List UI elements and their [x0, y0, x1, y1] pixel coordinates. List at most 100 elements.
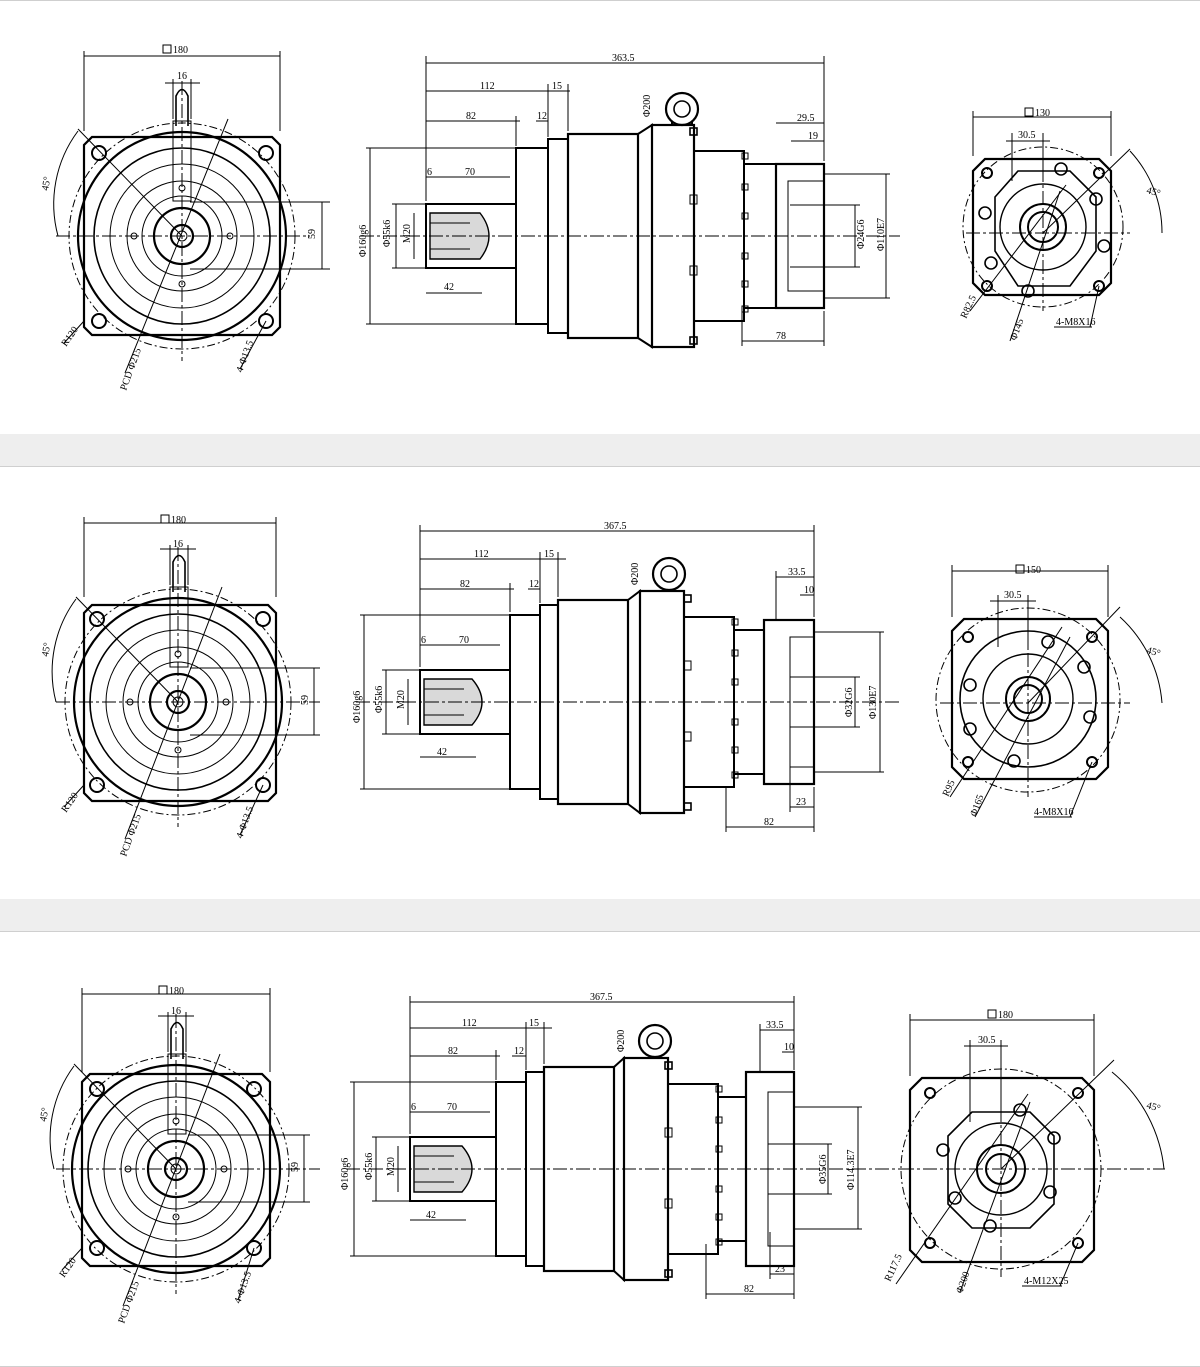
input-radius-dim: R82.5 — [959, 294, 979, 321]
dim-15: 15 — [552, 81, 562, 92]
drawing-panel-2: 180 16 59 45° R120 PCD Φ215 4-Φ13.5 367.… — [0, 466, 1200, 900]
angle-dim: 45° — [40, 176, 53, 192]
shaft-dia-dim: Φ55k6 — [374, 686, 385, 713]
input-len-dim: 78 — [776, 331, 786, 342]
radius-dim: R120 — [59, 791, 80, 815]
output-flange-front-view — [49, 988, 320, 1307]
dim-42: 42 — [426, 1210, 436, 1221]
dim-12: 12 — [537, 111, 547, 122]
drawing-sheet-2: 180 16 59 45° R120 PCD Φ215 4-Φ13.5 367.… — [40, 514, 1163, 858]
shaft-dia-dim: Φ55k6 — [382, 220, 393, 247]
input-flange-view — [895, 1014, 1165, 1293]
input-a-dim: 29.5 — [797, 113, 815, 124]
front-square-dim: 180 — [169, 986, 184, 997]
reducer-side-view — [346, 996, 900, 1299]
holes-dim: 4-Φ13.5 — [234, 805, 256, 840]
thread-dim: M20 — [396, 690, 407, 709]
input-bore-dim: Φ32G6 — [844, 687, 855, 717]
drawing-panel-1: 180 16 59 45° R120 PCD Φ215 4-Φ13.5 363.… — [0, 0, 1200, 435]
dim-82: 82 — [460, 579, 470, 590]
input-square-dim: 150 — [1026, 565, 1041, 576]
thread-dim: M20 — [402, 224, 413, 243]
input-angle-dim: 45° — [1145, 185, 1161, 199]
input-30-dim: 30.5 — [1004, 590, 1022, 601]
panel-2-labels: 180 16 59 45° R120 PCD Φ215 4-Φ13.5 367.… — [40, 514, 1162, 858]
input-angle-dim: 45° — [1145, 1100, 1161, 1114]
dim-112: 112 — [480, 81, 495, 92]
key-offset-dim: 59 — [290, 1162, 301, 1172]
flange-dia-dim: Φ160g6 — [358, 225, 369, 257]
input-pilot-dim: Φ130E7 — [868, 686, 879, 719]
input-30-dim: 30.5 — [1018, 130, 1036, 141]
output-flange-front-view — [51, 517, 320, 840]
dim-15: 15 — [529, 1018, 539, 1029]
dim-112: 112 — [462, 1018, 477, 1029]
output-flange-front-view — [53, 51, 330, 374]
angle-dim: 45° — [40, 642, 53, 658]
input-pcd-dim: Φ165 — [968, 793, 986, 818]
input-30-dim: 30.5 — [978, 1035, 996, 1046]
total-length-dim: 367.5 — [604, 521, 627, 532]
ring-dim: Φ200 — [642, 95, 653, 117]
shaft-dia-dim: Φ55k6 — [364, 1153, 375, 1180]
input-flange-view — [935, 565, 1163, 818]
key-width-dim: 16 — [177, 71, 187, 82]
drawing-panel-3: 180 16 59 45° R120 PCD Φ215 4-Φ13.5 367.… — [0, 931, 1200, 1367]
total-length-dim: 363.5 — [612, 53, 635, 64]
dim-6: 6 — [421, 635, 426, 646]
radius-dim: R120 — [57, 1256, 78, 1280]
dim-82: 82 — [466, 111, 476, 122]
input-len-dim: 82 — [744, 1284, 754, 1295]
input-b-dim: 10 — [784, 1042, 794, 1053]
holes-dim: 4-Φ13.5 — [234, 339, 256, 374]
thread-dim: M20 — [386, 1157, 397, 1176]
flange-dia-dim: Φ160g6 — [340, 1158, 351, 1190]
pcd-dim: PCD Φ215 — [118, 347, 143, 392]
input-holes-dim: 4-M8X16 — [1034, 807, 1073, 818]
ring-dim: Φ200 — [630, 563, 641, 585]
dim-6: 6 — [427, 167, 432, 178]
key-width-dim: 16 — [173, 539, 183, 550]
input-holes-dim: 4-M8X16 — [1056, 317, 1095, 328]
input-b-dim: 10 — [804, 585, 814, 596]
dim-70: 70 — [465, 167, 475, 178]
input-a-dim: 33.5 — [788, 567, 806, 578]
dim-12: 12 — [514, 1046, 524, 1057]
flange-dia-dim: Φ160g6 — [352, 691, 363, 723]
key-offset-dim: 59 — [307, 229, 318, 239]
input-radius-dim: R117.5 — [883, 1253, 905, 1284]
dim-82: 82 — [448, 1046, 458, 1057]
input-pilot-dim: Φ114.3E7 — [846, 1149, 857, 1190]
dim-12: 12 — [529, 579, 539, 590]
pcd-dim: PCD Φ215 — [116, 1280, 141, 1325]
front-square-dim: 180 — [171, 515, 186, 526]
total-length-dim: 367.5 — [590, 992, 613, 1003]
dim-42: 42 — [437, 747, 447, 758]
input-b-dim: 19 — [808, 131, 818, 142]
input-angle-dim: 45° — [1145, 645, 1161, 659]
drawing-sheet-3: 180 16 59 45° R120 PCD Φ215 4-Φ13.5 367.… — [38, 985, 1165, 1325]
dim-70: 70 — [447, 1102, 457, 1113]
input-radius-dim: R95 — [941, 779, 958, 799]
dim-15: 15 — [544, 549, 554, 560]
input-pcd-dim: Φ200 — [954, 1270, 972, 1295]
dim-112: 112 — [474, 549, 489, 560]
input-square-dim: 130 — [1035, 108, 1050, 119]
input-flange-view — [962, 111, 1163, 342]
input-bore-dim: Φ24G6 — [856, 219, 867, 249]
key-width-dim: 16 — [171, 1006, 181, 1017]
front-square-dim: 180 — [173, 45, 188, 56]
drawing-sheet-1: 180 16 59 45° R120 PCD Φ215 4-Φ13.5 363.… — [40, 44, 1163, 392]
input-bore-dim: Φ35G6 — [818, 1154, 829, 1184]
dim-42: 42 — [444, 282, 454, 293]
angle-dim: 45° — [38, 1107, 51, 1123]
dim-6: 6 — [411, 1102, 416, 1113]
input-bottom-dim: 23 — [796, 797, 806, 808]
dim-70: 70 — [459, 635, 469, 646]
holes-dim: 4-Φ13.5 — [232, 1270, 254, 1305]
pcd-dim: PCD Φ215 — [118, 813, 143, 858]
input-len-dim: 82 — [764, 817, 774, 828]
input-bottom-dim: 23 — [775, 1264, 785, 1275]
reducer-side-view — [356, 525, 900, 832]
reducer-side-view — [360, 56, 900, 349]
